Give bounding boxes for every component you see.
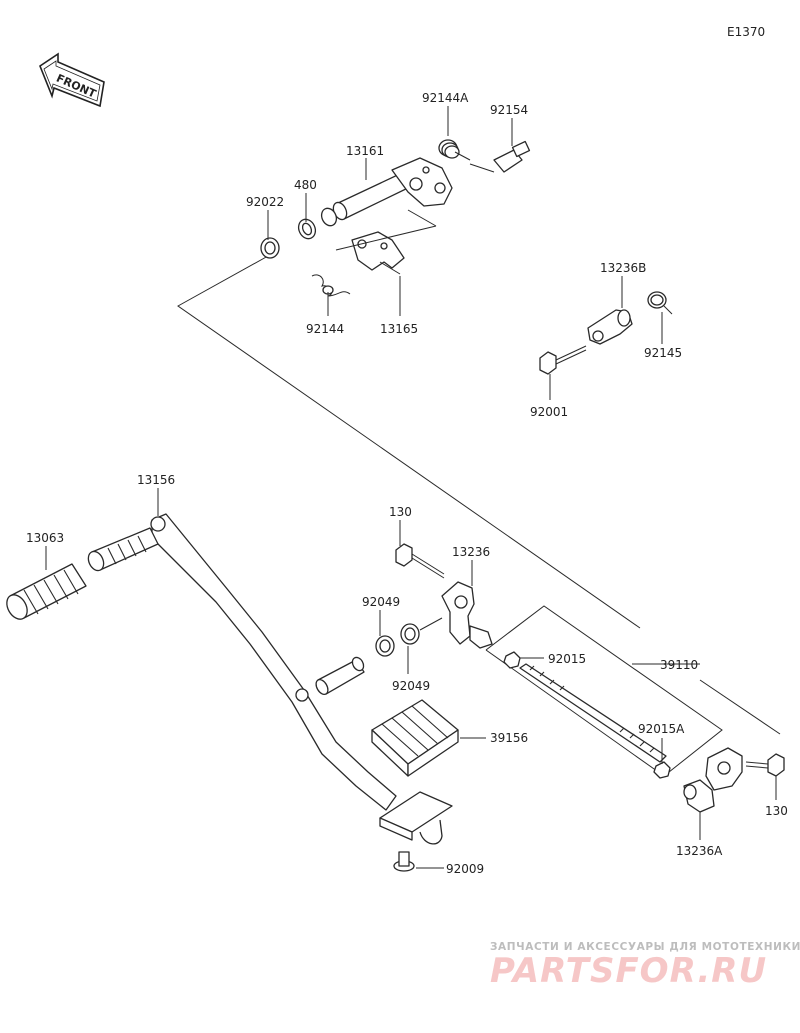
label-13236A: 13236A <box>676 844 723 858</box>
label-92049-bottom: 92049 <box>392 679 430 693</box>
diagram-code: E1370 <box>727 25 765 39</box>
label-13063: 13063 <box>26 531 64 545</box>
label-13236: 13236 <box>452 545 490 559</box>
shift-linkage-assembly <box>375 520 785 840</box>
label-480: 480 <box>294 178 317 192</box>
foot-pad-icon <box>371 699 459 777</box>
watermark: ЗАПЧАСТИ И АКСЕССУАРЫ ДЛЯ МОТОТЕХНИКИ PA… <box>490 941 800 991</box>
front-arrow-icon: FRONT <box>39 52 105 108</box>
label-92015A: 92015A <box>638 722 685 736</box>
label-39110: 39110 <box>660 658 698 672</box>
label-13161: 13161 <box>346 144 384 158</box>
watermark-tagline: ЗАПЧАСТИ И АКСЕССУАРЫ ДЛЯ МОТОТЕХНИКИ <box>490 941 800 953</box>
label-92145: 92145 <box>644 346 682 360</box>
shift-lever-13236B-group <box>539 276 673 400</box>
label-130-top: 130 <box>389 505 412 519</box>
label-92154: 92154 <box>490 103 528 117</box>
gear-shift-shaft-assembly <box>177 106 641 629</box>
label-13236B: 13236B <box>600 261 646 275</box>
shift-rubber-icon <box>6 563 87 620</box>
label-13156: 13156 <box>137 473 175 487</box>
label-92144A: 92144A <box>422 91 469 105</box>
label-92015: 92015 <box>548 652 586 666</box>
shift-pedal-assembly <box>6 488 486 872</box>
label-92022: 92022 <box>246 195 284 209</box>
label-13165: 13165 <box>380 322 418 336</box>
label-39156: 39156 <box>490 731 528 745</box>
watermark-brand: PARTSFOR.RU <box>490 951 767 991</box>
label-92001: 92001 <box>530 405 568 419</box>
label-92009: 92009 <box>446 862 484 876</box>
part-labels: 13161 480 92022 92144A 92154 92144 13165… <box>26 91 788 876</box>
label-130-right: 130 <box>765 804 788 818</box>
label-92049-top: 92049 <box>362 595 400 609</box>
label-92144: 92144 <box>306 322 344 336</box>
